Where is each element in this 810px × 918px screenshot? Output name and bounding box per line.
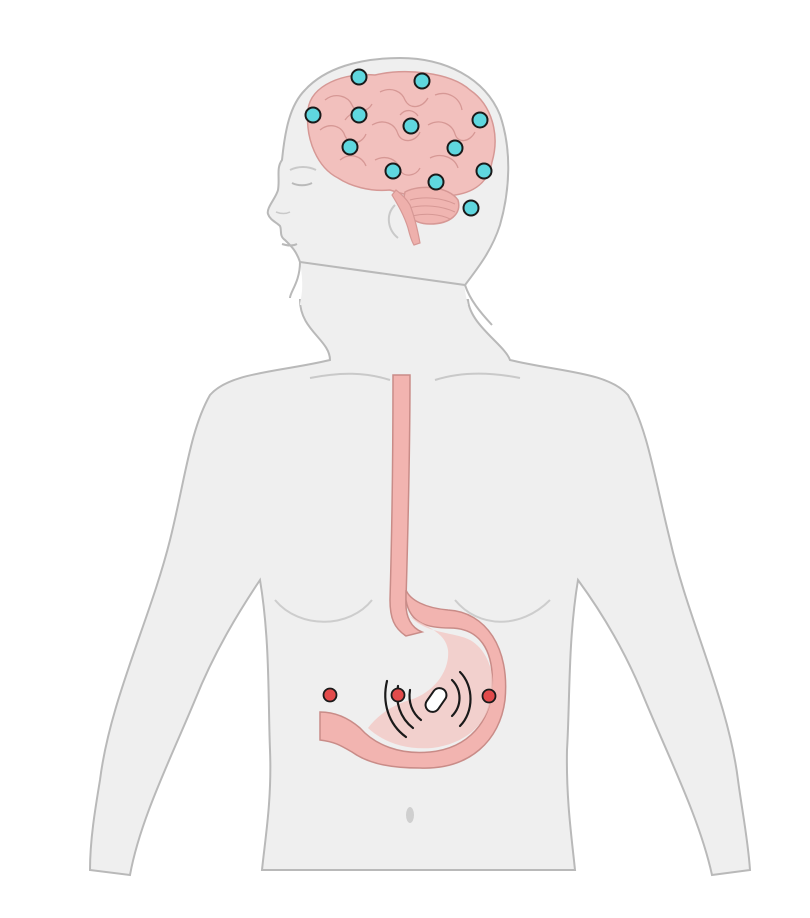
eeg-electrode-8 xyxy=(446,139,464,157)
eeg-electrode-12 xyxy=(462,199,480,217)
jaw-line xyxy=(289,261,301,299)
eeg-electrode-group xyxy=(304,68,493,217)
eeg-electrode-7 xyxy=(341,138,359,156)
eyebrow xyxy=(289,166,317,171)
brain-gyri xyxy=(319,88,476,176)
esophagus xyxy=(389,374,425,637)
cerebellum-folia xyxy=(408,197,456,220)
neck-line xyxy=(464,284,493,326)
gastric-electrode-1 xyxy=(322,687,338,703)
stomach-fundus xyxy=(368,616,494,749)
eeg-electrode-9 xyxy=(384,162,402,180)
left-breast-contour xyxy=(274,599,373,623)
gastric-electrode-2 xyxy=(390,687,406,703)
eye xyxy=(291,182,313,187)
brain xyxy=(306,71,496,246)
torso xyxy=(88,299,752,877)
mouth xyxy=(281,243,298,247)
digestive-tract xyxy=(319,374,507,769)
stomach xyxy=(319,589,507,769)
eeg-electrode-1 xyxy=(350,68,368,86)
eeg-electrode-5 xyxy=(471,111,489,129)
ear xyxy=(387,204,399,239)
capsule-icon xyxy=(424,687,448,713)
navel xyxy=(406,807,414,823)
nostril xyxy=(275,211,291,215)
eeg-electrode-4 xyxy=(350,106,368,124)
eeg-electrode-11 xyxy=(427,173,445,191)
gastric-electrode-group xyxy=(322,687,497,704)
brain-stem xyxy=(391,189,421,246)
eeg-electrode-3 xyxy=(304,106,322,124)
right-clavicle xyxy=(434,372,521,381)
left-clavicle xyxy=(309,372,391,381)
gastric-electrode-3 xyxy=(481,688,497,704)
right-breast-contour xyxy=(454,599,551,623)
wireless-capsule xyxy=(424,687,448,713)
eeg-electrode-10 xyxy=(475,162,493,180)
eeg-electrode-6 xyxy=(402,117,420,135)
eeg-electrode-2 xyxy=(413,72,431,90)
